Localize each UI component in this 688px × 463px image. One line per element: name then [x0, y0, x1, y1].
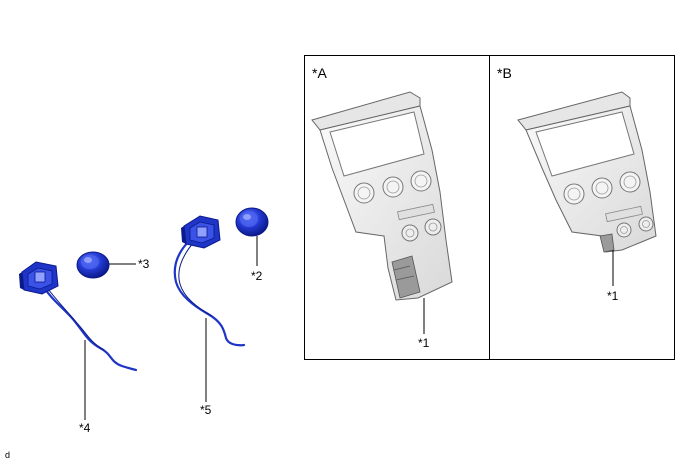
- label-panel-b-part: *1: [607, 289, 619, 303]
- center-cluster-panel-b: [517, 91, 657, 253]
- switch-body-left: [19, 261, 59, 295]
- leader-lines-left: [84, 236, 258, 420]
- panel-view-b: *B *1: [497, 65, 657, 303]
- panel-b-label: *B: [497, 65, 512, 81]
- label-switch-right: *5: [200, 403, 212, 417]
- switch-with-harness-right: [173, 215, 246, 347]
- label-knob-small: *3: [138, 257, 150, 271]
- knob-small: [76, 251, 110, 279]
- center-cluster-panel-a: [311, 91, 453, 301]
- switch-body-right: [181, 215, 221, 249]
- switch-with-harness-left: [19, 261, 138, 372]
- panel-view-a: *A *1: [311, 65, 453, 350]
- label-switch-left: *4: [79, 421, 91, 435]
- knob-large: [235, 207, 269, 237]
- view-frame: [304, 55, 675, 360]
- panel-a-label: *A: [312, 65, 327, 81]
- label-knob-large: *2: [251, 269, 263, 283]
- label-panel-a-part: *1: [418, 336, 430, 350]
- corner-mark: d: [5, 450, 10, 460]
